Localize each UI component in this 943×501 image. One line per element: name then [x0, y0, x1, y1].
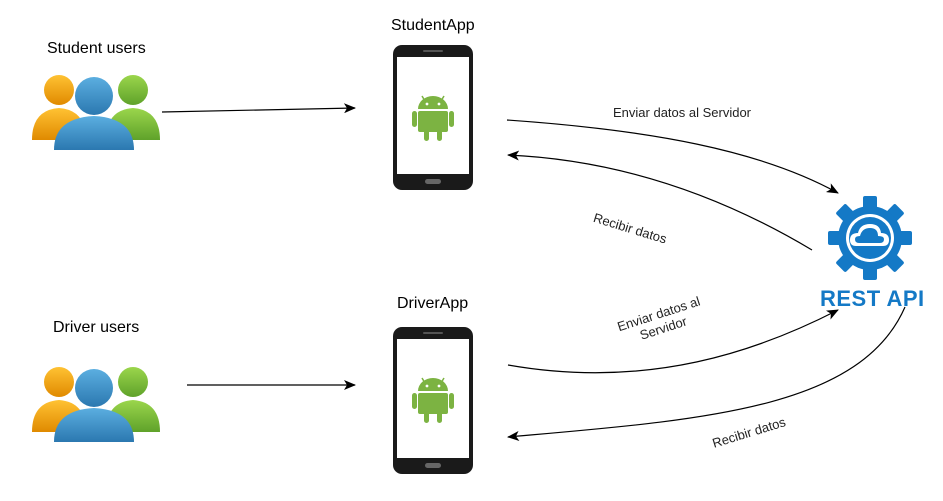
rest-api-label: REST API: [820, 286, 925, 311]
student-users-label: Student users: [47, 40, 146, 57]
driver-app-label: DriverApp: [397, 295, 469, 312]
driver-users-icon: [32, 367, 160, 442]
driver-users-label: Driver users: [53, 319, 140, 336]
arrow-api-to-driver-app: [507, 306, 906, 442]
student-android-icon: [412, 95, 454, 141]
student-app-label: StudentApp: [391, 17, 475, 34]
student-users-icon: [32, 75, 160, 150]
driver-app-phone-icon: [393, 327, 473, 474]
arrow-driver-app-to-api: [507, 309, 839, 374]
arrow-student-users-to-app: [161, 103, 356, 114]
student-send-label: Enviar datos al Servidor: [613, 105, 752, 120]
student-app-phone-icon: [393, 45, 473, 190]
arrow-student-app-to-api: [506, 119, 839, 194]
arrow-api-to-student-app: [507, 150, 813, 251]
driver-android-icon: [412, 377, 454, 423]
rest-api-icon: [828, 196, 912, 280]
